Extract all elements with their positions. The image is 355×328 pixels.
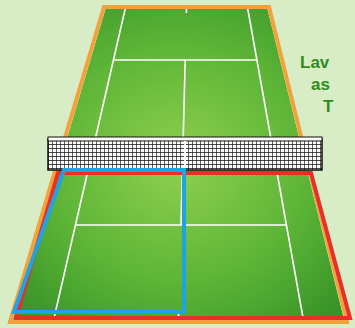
net bbox=[48, 137, 322, 170]
orange-outline bbox=[10, 7, 347, 322]
heading-fragment: Lav bbox=[300, 54, 329, 73]
net-strap bbox=[184, 141, 186, 170]
doubles-outline bbox=[12, 8, 345, 320]
heading-fragment: as bbox=[311, 76, 330, 95]
court-lines bbox=[12, 8, 345, 320]
blue-outline bbox=[14, 170, 184, 312]
court-surface bbox=[12, 8, 345, 320]
net-mesh bbox=[48, 139, 322, 170]
heading-fragment: T bbox=[323, 98, 333, 117]
net-band bbox=[48, 137, 322, 141]
